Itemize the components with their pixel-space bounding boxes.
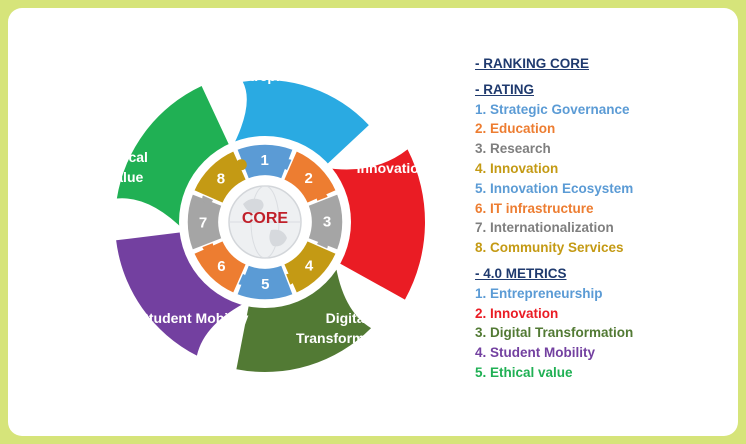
legend-panel: - RANKING CORE - RATING 1. Strategic Gov… xyxy=(475,54,633,383)
segment-2 xyxy=(323,149,425,300)
metric-item-2: 2. Innovation xyxy=(475,305,559,321)
rating-item-4: 4. Innovation xyxy=(475,160,559,176)
rating-heading: - RATING xyxy=(475,81,534,97)
segment-label-1: Entrepreneurship xyxy=(232,68,349,84)
gear-number-4: 4 xyxy=(305,258,314,275)
globe-icon xyxy=(221,178,309,266)
rating-item-7: 7. Internationalization xyxy=(475,220,614,236)
metric-item-5: 5. Ethical value xyxy=(475,364,573,380)
ranking-core-heading: - RANKING CORE xyxy=(475,56,589,71)
core-label: CORE xyxy=(242,210,289,227)
rating-item-5: 5. Innovation Ecosystem xyxy=(475,180,634,196)
segment-label-4: Student Mobility xyxy=(140,310,249,326)
gear-knob-8 xyxy=(235,159,247,171)
rating-item-8: 8. Community Services xyxy=(475,240,624,256)
rating-item-2: 2. Education xyxy=(475,121,556,137)
segment-1 xyxy=(231,80,369,168)
core-gear: 1 2 3 4 5 6 7 8 xyxy=(186,143,344,301)
gear-number-3: 3 xyxy=(323,214,331,231)
metric-item-4: 4. Student Mobility xyxy=(475,345,595,361)
gear-number-7: 7 xyxy=(199,214,207,231)
rating-item-6: 6. IT infrastructure xyxy=(475,200,594,216)
metric-item-3: 3. Digital Transformation xyxy=(475,325,634,341)
segment-4 xyxy=(116,231,250,356)
gear-number-6: 6 xyxy=(217,258,225,275)
gear-number-5: 5 xyxy=(261,276,269,293)
segment-5 xyxy=(116,86,232,232)
rating-list: 1. Strategic Governance 2. Education 3. Re… xyxy=(475,100,633,258)
segment-label-2: Innovation xyxy=(357,160,428,176)
gear-number-2: 2 xyxy=(304,170,312,187)
gear-number-8: 8 xyxy=(217,170,225,187)
gear-number-1: 1 xyxy=(261,152,269,169)
rating-item-3: 3. Research xyxy=(475,141,551,157)
metrics-list: 1. Entrepreneurship 2. Innovation 3. Digit… xyxy=(475,284,633,383)
metric-item-1: 1. Entrepreneurship xyxy=(475,285,603,301)
metrics-heading: - 4.0 METRICS xyxy=(475,265,567,281)
rating-item-1: 1. Strategic Governance xyxy=(475,101,630,117)
segment-3 xyxy=(236,260,372,372)
